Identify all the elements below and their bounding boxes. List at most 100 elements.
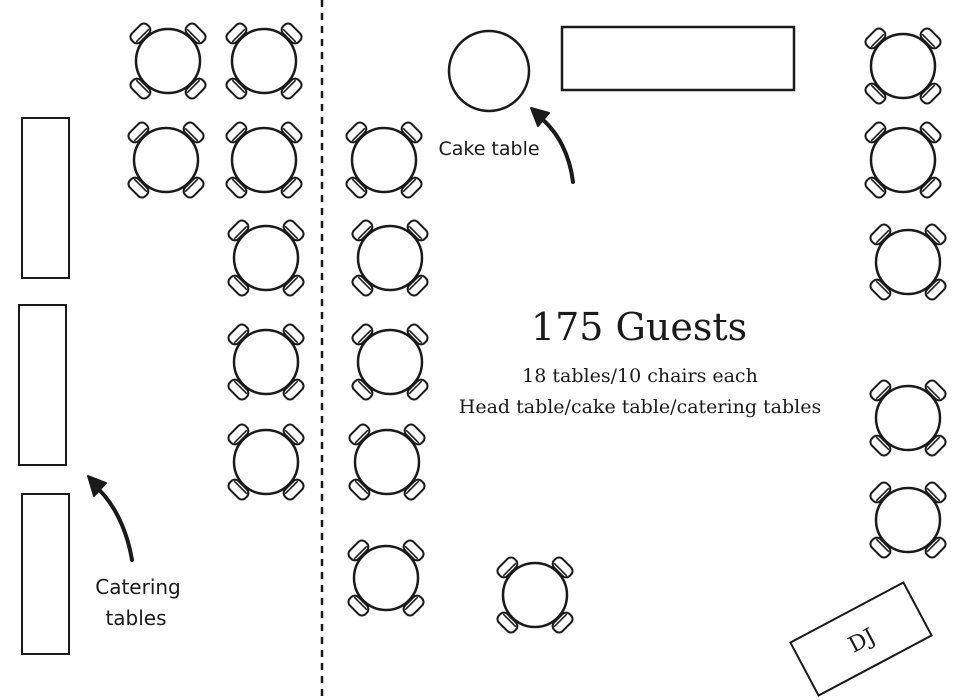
chair-back [233, 480, 248, 495]
chair-back [405, 480, 420, 495]
round-guest-table [348, 423, 426, 501]
round-guest-table [864, 121, 942, 199]
cake-table-arrow [535, 113, 575, 184]
chair-back [133, 178, 148, 193]
chair-back [875, 229, 890, 244]
chair-back [926, 385, 941, 400]
chair-back [354, 480, 369, 495]
catering-label-line1: Catering [95, 575, 181, 599]
round-guest-table [225, 121, 303, 199]
chair-back [553, 562, 568, 577]
chair-back [408, 329, 423, 344]
chair-back [282, 178, 297, 193]
chair-back [231, 28, 246, 43]
chair-back [282, 127, 297, 142]
chair-back [284, 225, 299, 240]
chair-back [357, 329, 372, 344]
chair-back [186, 79, 201, 94]
chair-back [875, 487, 890, 502]
table-top [232, 428, 300, 496]
round-guest-table [864, 27, 942, 105]
round-guest-table [129, 22, 207, 100]
chair-back [357, 380, 372, 395]
table-top [230, 126, 298, 194]
chair-back [233, 329, 248, 344]
chair-back [284, 380, 299, 395]
table-top [874, 228, 942, 296]
chair-back [184, 127, 199, 142]
chair-back [351, 178, 366, 193]
chair-back [404, 596, 419, 611]
round-guest-table [869, 481, 947, 559]
round-guest-table [351, 219, 429, 297]
chair-back [402, 178, 417, 193]
catering-table [21, 493, 70, 655]
chair-back [926, 229, 941, 244]
round-guest-table [496, 556, 574, 634]
chair-back [921, 84, 936, 99]
chair-back [408, 225, 423, 240]
catering-tables-arrow [92, 483, 134, 562]
chair-back [875, 436, 890, 451]
table-types-line: Head table/cake table/catering tables [459, 396, 821, 418]
chair-back [875, 538, 890, 553]
round-guest-table [351, 323, 429, 401]
round-guest-table [869, 379, 947, 457]
table-top [353, 428, 421, 496]
chair-back [921, 178, 936, 193]
round-guest-table [345, 121, 423, 199]
chair-back [926, 280, 941, 295]
chair-back [357, 225, 372, 240]
round-guest-table [227, 423, 305, 501]
cake-table-arrowhead [530, 107, 550, 127]
guest-count-title: 175 Guests [531, 305, 747, 349]
table-top [869, 32, 937, 100]
chair-back [284, 329, 299, 344]
chair-back [353, 545, 368, 560]
chair-back [354, 429, 369, 444]
chair-back [282, 79, 297, 94]
chair-back [875, 280, 890, 295]
guest-tables [127, 22, 947, 634]
chair-back [502, 613, 517, 628]
round-guest-table [869, 223, 947, 301]
chair-back [926, 538, 941, 553]
catering-tables-arrowhead [87, 475, 107, 497]
catering-table [18, 304, 67, 466]
cake-table-label: Cake table [438, 138, 539, 160]
head-table [560, 25, 796, 92]
round-guest-table [227, 323, 305, 401]
table-top [352, 544, 420, 612]
chair-back [870, 127, 885, 142]
chair-back [133, 127, 148, 142]
table-top [350, 126, 418, 194]
table-top [356, 328, 424, 396]
chair-back [184, 178, 199, 193]
chair-back [926, 436, 941, 451]
table-top [232, 328, 300, 396]
chair-back [186, 28, 201, 43]
chair-back [135, 28, 150, 43]
table-top [230, 27, 298, 95]
chair-back [870, 33, 885, 48]
table-top [132, 126, 200, 194]
chair-back [404, 545, 419, 560]
chair-back [553, 613, 568, 628]
round-guest-table [225, 22, 303, 100]
round-guest-table [127, 121, 205, 199]
chair-back [284, 429, 299, 444]
chair-back [233, 380, 248, 395]
table-top [232, 224, 300, 292]
table-top [501, 561, 569, 629]
chair-back [231, 79, 246, 94]
chair-back [405, 429, 420, 444]
chair-back [408, 276, 423, 291]
chair-back [357, 276, 372, 291]
chair-back [233, 276, 248, 291]
chair-back [870, 84, 885, 99]
round-guest-table [227, 219, 305, 297]
chair-back [353, 596, 368, 611]
chair-back [282, 28, 297, 43]
chair-back [284, 480, 299, 495]
